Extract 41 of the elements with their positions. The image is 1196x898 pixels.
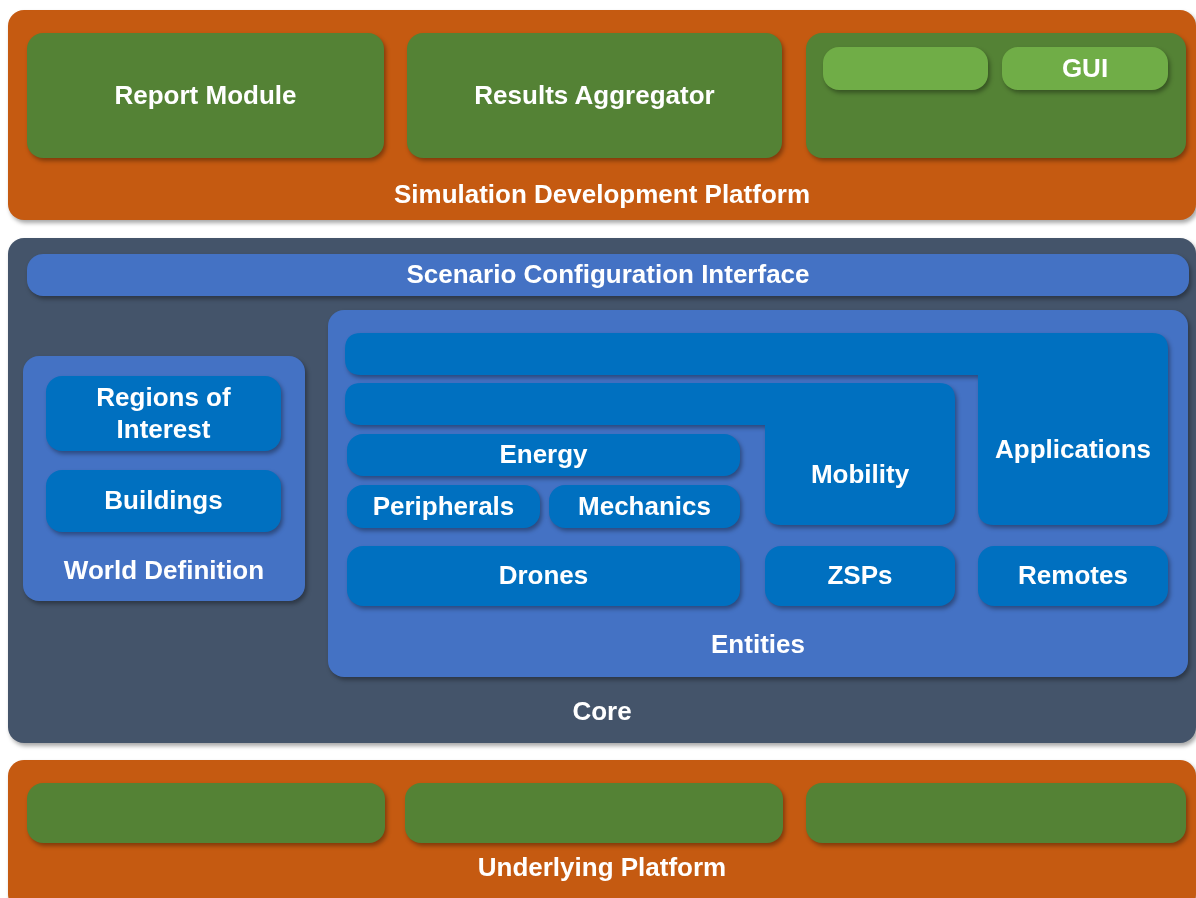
module-label: Remotes bbox=[1018, 560, 1128, 592]
module-box bbox=[27, 33, 384, 158]
group-title: Mobility bbox=[810, 459, 910, 491]
group-title: Entities bbox=[711, 629, 805, 661]
module-box bbox=[27, 783, 385, 843]
module-box bbox=[46, 376, 281, 451]
module-box bbox=[347, 546, 740, 606]
module-label: Peripherals bbox=[372, 490, 515, 523]
module-box bbox=[407, 33, 782, 158]
module-label: Drones bbox=[498, 560, 589, 592]
module-box bbox=[347, 485, 540, 528]
module-box bbox=[405, 783, 783, 843]
group-title: Core bbox=[572, 696, 632, 728]
module-box bbox=[765, 546, 955, 606]
group-panel bbox=[328, 310, 1188, 677]
module-box bbox=[806, 33, 1186, 158]
module-box bbox=[1002, 47, 1168, 90]
module-box bbox=[549, 485, 740, 528]
group-title: Underlying Platform bbox=[477, 852, 727, 884]
module-label: Scenario Configuration Interface bbox=[406, 259, 810, 291]
module-label: Buildings bbox=[104, 485, 223, 517]
module-label: Energy bbox=[499, 439, 588, 471]
module-label: Mechanics bbox=[578, 490, 711, 523]
module-label: ZSPs bbox=[827, 560, 893, 592]
interface-bar bbox=[27, 254, 1189, 296]
module-box bbox=[46, 470, 281, 532]
module-box bbox=[806, 783, 1186, 843]
module-label: Regions of Interest bbox=[95, 382, 232, 445]
group-title: Applications bbox=[995, 434, 1151, 466]
module-box bbox=[823, 47, 988, 90]
group-title: Simulation Development Platform bbox=[393, 179, 811, 211]
group-title: World Definition bbox=[63, 555, 265, 587]
layer-panel bbox=[8, 238, 1196, 743]
module-box bbox=[347, 434, 740, 476]
module-label: Results Aggregator bbox=[474, 79, 715, 112]
module-box bbox=[978, 546, 1168, 606]
layer-panel bbox=[8, 10, 1196, 220]
module-label: Report Module bbox=[114, 79, 297, 112]
module-label: GUI bbox=[1061, 52, 1109, 85]
group-panel bbox=[23, 356, 305, 601]
layer-panel bbox=[8, 760, 1196, 898]
